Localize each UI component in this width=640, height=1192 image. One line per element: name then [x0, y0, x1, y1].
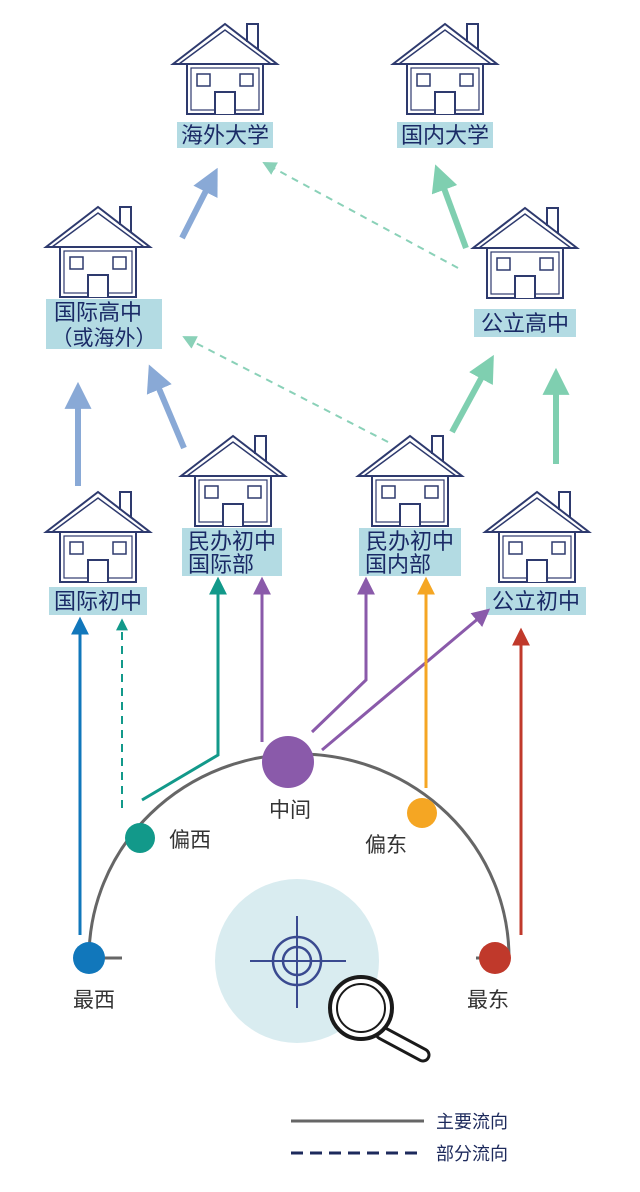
label-bg	[49, 587, 147, 615]
house-label-line-1: 民办初中	[366, 530, 454, 555]
label-far-west: 最西	[73, 988, 115, 1012]
node-far-east	[479, 942, 511, 974]
house-public-middle-school: 公立初中	[484, 491, 590, 615]
magnifier-icon	[215, 879, 431, 1063]
legend: 主要流向 部分流向	[291, 1112, 508, 1165]
label-bg	[46, 299, 162, 349]
label-west-leaning: 偏西	[169, 828, 211, 852]
house-intl-middle-school: 国际初中	[45, 491, 151, 615]
house-icon	[472, 207, 578, 299]
house-label: 公立高中	[481, 312, 569, 337]
arrow-middle-to-private-domestic	[310, 576, 375, 734]
house-icon	[357, 435, 463, 527]
house-private-middle-intl: 民办初中 国际部	[180, 435, 286, 578]
house-public-high-school: 公立高中	[472, 207, 578, 337]
arrow-private-intl-to-intl-high	[146, 364, 187, 450]
house-label: 公立初中	[492, 590, 580, 615]
house-label: 国内大学	[401, 124, 489, 149]
house-icon	[180, 435, 286, 527]
house-label-line-2: 国内部	[365, 553, 431, 578]
house-label-line-1: 国际高中	[54, 301, 142, 326]
house-intl-high-school: 国际高中 （或海外）	[45, 206, 162, 350]
label-far-east: 最东	[467, 988, 509, 1012]
house-label-line-1: 民办初中	[188, 530, 276, 555]
label-bg	[474, 309, 576, 337]
node-middle	[262, 736, 314, 788]
house-label: 海外大学	[181, 124, 269, 149]
house-icon	[392, 23, 498, 115]
legend-partial-flow: 部分流向	[436, 1144, 508, 1165]
label-bg	[177, 122, 273, 148]
house-icon	[172, 23, 278, 115]
arrow-intl-high-to-overseas-university	[179, 167, 218, 240]
node-far-west	[73, 942, 105, 974]
label-bg	[359, 528, 461, 576]
dashed-arrow-private-domestic-to-intl-high	[182, 336, 389, 443]
house-private-middle-domestic: 民办初中 国内部	[357, 435, 463, 578]
node-east-leaning	[407, 798, 437, 828]
house-overseas-university: 海外大学	[172, 23, 278, 149]
house-domestic-university: 国内大学	[392, 23, 498, 149]
arrow-public-high-to-domestic-university	[431, 164, 469, 250]
label-middle: 中间	[269, 798, 311, 822]
house-icon	[45, 206, 151, 298]
label-east-leaning: 偏东	[365, 833, 407, 857]
arrow-middle-to-public-middle	[321, 608, 491, 752]
crosshair-icon	[250, 916, 346, 1008]
arrow-west-leaning-to-private-intl	[141, 576, 227, 802]
node-west-leaning	[125, 823, 155, 853]
legend-main-flow: 主要流向	[436, 1112, 508, 1133]
label-bg	[486, 587, 586, 615]
house-label-line-2: （或海外）	[52, 326, 157, 350]
dashed-arrow-public-high-to-overseas-university	[262, 161, 459, 269]
house-label: 国际初中	[54, 590, 142, 615]
house-label-line-2: 国际部	[188, 553, 254, 578]
house-icon	[45, 491, 151, 583]
label-bg	[182, 528, 282, 576]
label-bg	[397, 122, 493, 148]
arrow-private-domestic-to-public-high	[449, 354, 494, 434]
house-icon	[484, 491, 590, 583]
